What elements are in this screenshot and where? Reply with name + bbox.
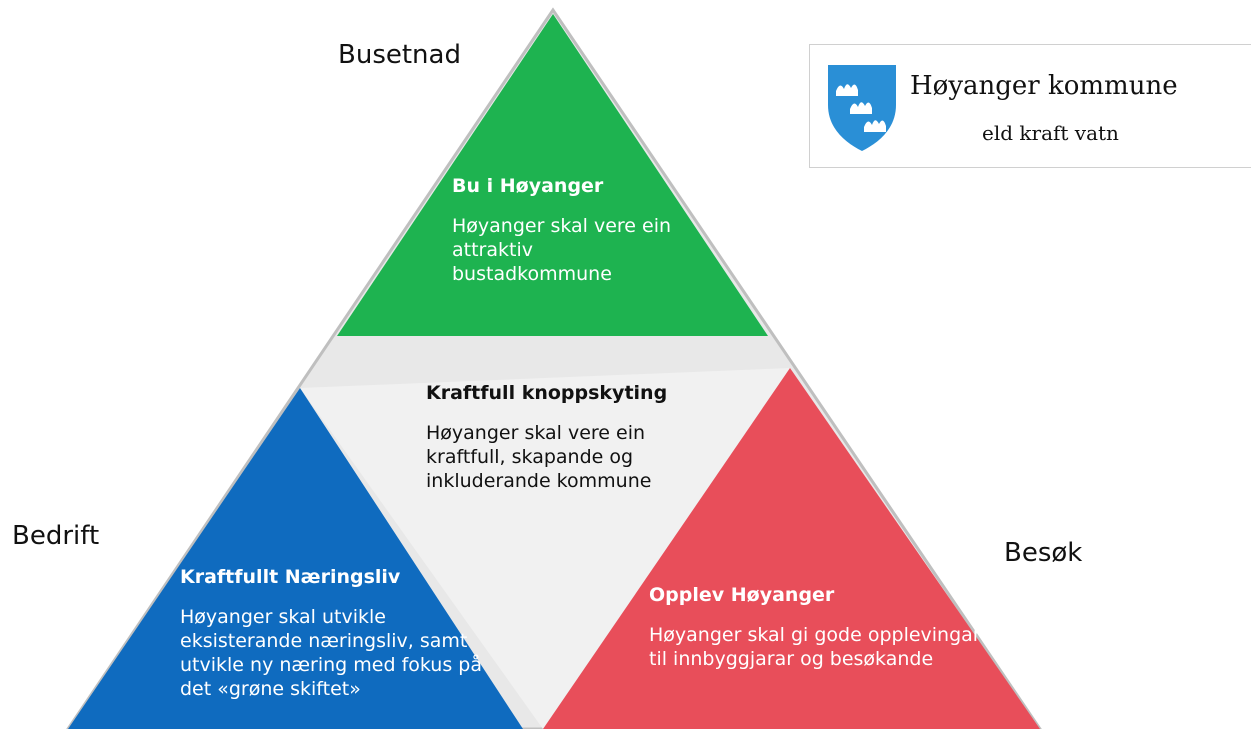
logo-slogan: eld kraft vatn <box>982 121 1119 145</box>
logo-box: Høyanger kommune eld kraft vatn <box>809 44 1251 168</box>
center-block: Kraftfull knoppskyting Høyanger skal ver… <box>426 381 667 493</box>
left-body-line: det «grøne skiftet» <box>180 678 361 700</box>
left-body-line: Høyanger skal utvikle <box>180 606 386 628</box>
center-body-line: Høyanger skal vere ein <box>426 422 646 444</box>
left-heading: Kraftfullt Næringsliv <box>180 566 401 588</box>
top-triangle <box>337 14 768 336</box>
top-body-line: bustadkommune <box>452 263 612 285</box>
top-heading: Bu i Høyanger <box>452 175 604 197</box>
right-triangle <box>543 368 1040 729</box>
right-body-line: til innbyggjarar og besøkande <box>649 648 934 670</box>
top-body-line: Høyanger skal vere ein <box>452 215 672 237</box>
coat-of-arms-shield-icon <box>828 65 896 151</box>
left-triangle <box>68 388 523 729</box>
label-besok: Besøk <box>1004 538 1083 568</box>
left-body: Høyanger skal utvikle eksisterande nærin… <box>180 605 482 701</box>
right-body-line: Høyanger skal gi gode opplevingar <box>649 624 981 646</box>
center-body: Høyanger skal vere ein kraftfull, skapan… <box>426 421 667 493</box>
center-heading: Kraftfull knoppskyting <box>426 382 668 404</box>
center-body-line: inkluderande kommune <box>426 470 652 492</box>
label-bedrift: Bedrift <box>12 521 100 551</box>
right-heading: Opplev Høyanger <box>649 584 835 606</box>
left-block: Kraftfullt Næringsliv Høyanger skal utvi… <box>180 565 482 701</box>
right-block: Opplev Høyanger Høyanger skal gi gode op… <box>649 583 981 671</box>
label-busetnad: Busetnad <box>338 40 461 70</box>
top-body-line: attraktiv <box>452 239 533 261</box>
top-body: Høyanger skal vere ein attraktiv bustadk… <box>452 214 671 286</box>
center-triangle <box>300 368 790 729</box>
left-body-line: utvikle ny næring med fokus på <box>180 654 482 676</box>
left-body-line: eksisterande næringsliv, samt <box>180 630 468 652</box>
top-block: Bu i Høyanger Høyanger skal vere ein att… <box>452 174 671 286</box>
right-body: Høyanger skal gi gode opplevingar til in… <box>649 623 981 671</box>
logo-name: Høyanger kommune <box>910 71 1178 101</box>
center-body-line: kraftfull, skapande og <box>426 446 634 468</box>
